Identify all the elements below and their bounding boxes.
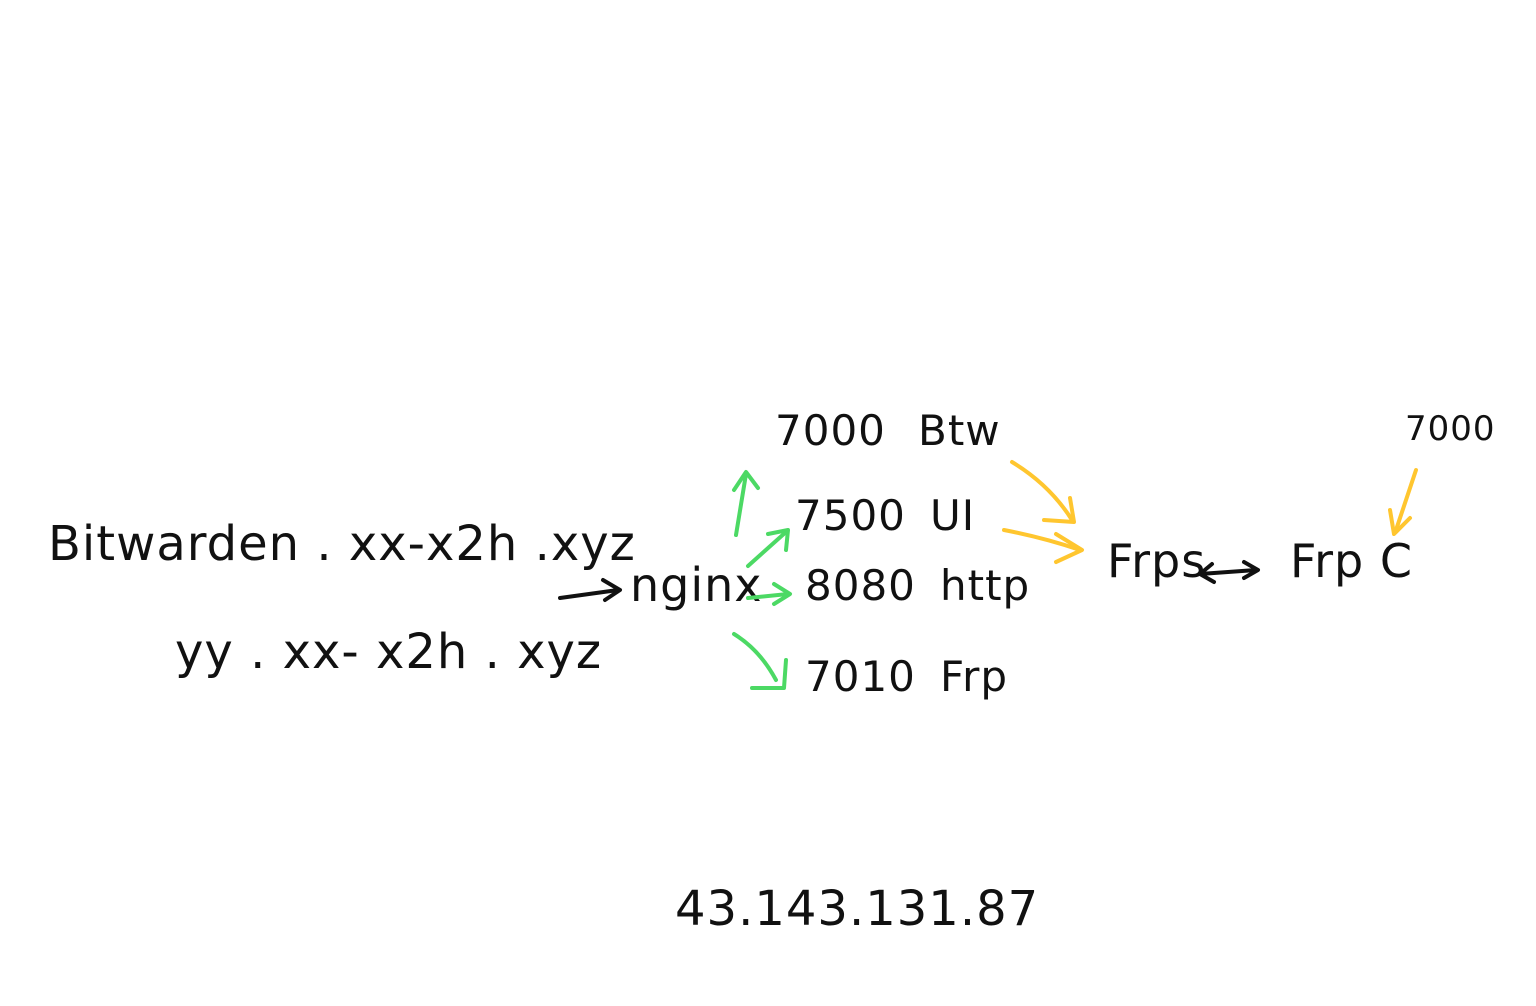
arrowhead-frps-side — [1198, 562, 1216, 584]
route-service-btw: Btw — [918, 406, 1001, 455]
arrowhead-btw-to-frps — [1042, 496, 1076, 524]
arrowhead-nginx-to-8080 — [772, 582, 792, 606]
arrow-btw-to-frps — [1010, 460, 1074, 522]
route-service-frp: Frp — [940, 652, 1009, 701]
arrowhead-ui-to-frps — [1054, 532, 1084, 564]
arrow-frps-frpc — [1198, 568, 1258, 576]
arrowhead-nginx-to-7010 — [750, 658, 788, 690]
arrowhead-frpc-side — [1242, 560, 1260, 580]
arrowhead-nginx-to-7500 — [766, 528, 790, 552]
route-port-7010: 7010 — [805, 652, 916, 701]
frpc-port-label: 7000 — [1405, 409, 1496, 449]
route-port-7000: 7000 — [775, 406, 886, 455]
route-service-ui: UI — [930, 491, 976, 540]
domain-secondary: yy . xx- x2h . xyz — [175, 624, 603, 680]
arrowhead-domains-to-nginx — [601, 578, 622, 602]
route-port-7500: 7500 — [795, 491, 906, 540]
arrowhead-port-to-frpc — [1388, 508, 1412, 536]
frps-label: Frps — [1107, 534, 1207, 588]
ip-address: 43.143.131.87 — [675, 881, 1040, 937]
frpc-label: Frp C — [1290, 534, 1413, 588]
arrow-nginx-to-7010 — [732, 632, 778, 682]
arrowhead-nginx-to-7000 — [732, 470, 760, 492]
arrow-nginx-to-8080 — [746, 592, 790, 600]
arrow-domains-to-nginx — [558, 588, 620, 600]
domain-primary: Bitwarden . xx-x2h .xyz — [48, 516, 636, 572]
route-service-http: http — [940, 561, 1031, 610]
arrow-ui-to-frps — [1002, 528, 1082, 552]
arrow-port-to-frpc — [1394, 468, 1418, 532]
nginx-label: nginx — [630, 558, 763, 612]
route-port-8080: 8080 — [805, 561, 916, 610]
arrow-nginx-to-7000 — [734, 472, 748, 537]
arrow-nginx-to-7500 — [746, 530, 788, 568]
